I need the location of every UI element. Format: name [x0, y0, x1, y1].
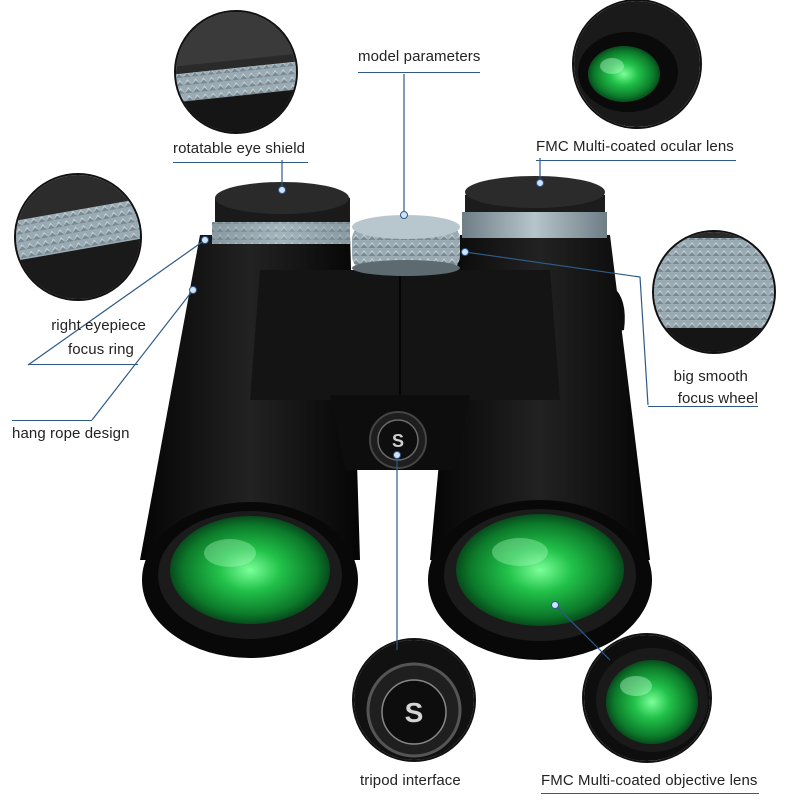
underline-eye-shield: [173, 162, 308, 163]
label-tripod-interface: tripod interface: [360, 772, 461, 789]
label-model-parameters: model parameters: [358, 48, 481, 65]
binocular-body: S: [140, 176, 652, 660]
label-right-eyepiece: right eyepiece: [51, 317, 146, 334]
eye-shield-detail-circle: [174, 10, 298, 134]
focus-ring-detail-circle: [14, 173, 142, 301]
label-hang-rope: hang rope design: [12, 425, 130, 442]
left-objective-lens: [142, 502, 358, 658]
tripod-cap: S: [369, 411, 427, 469]
underline-focus-ring: [28, 364, 138, 365]
leader-lines: [27, 74, 649, 661]
tripod-detail-circle: S: [352, 638, 476, 762]
right-eyepiece: [462, 176, 607, 238]
label-focus-wheel: focus wheel: [677, 390, 758, 407]
tripod-logo: S: [392, 431, 404, 451]
underline-hang-rope: [12, 420, 92, 421]
underline-model-parameters: [358, 72, 480, 73]
focus-wheel-detail-circle: [652, 230, 776, 354]
underline-objective-lens: [541, 793, 759, 794]
tripod-detail-logo: S: [405, 697, 424, 728]
label-focus-ring: focus ring: [67, 341, 134, 358]
right-objective-lens: [428, 500, 652, 660]
objective-lens-detail-circle: [582, 633, 712, 763]
label-objective-lens: FMC Multi-coated objective lens: [541, 772, 758, 789]
focus-wheel: [352, 215, 460, 276]
leader-dots: [189, 179, 559, 609]
label-ocular-lens: FMC Multi-coated ocular lens: [536, 138, 734, 155]
underline-ocular-lens: [536, 160, 736, 161]
ocular-lens-detail-circle: [572, 0, 702, 129]
label-big-smooth: big smooth: [673, 368, 748, 385]
label-rotatable-eye-shield: rotatable eye shield: [173, 140, 306, 157]
underline-focus-wheel: [648, 406, 758, 407]
left-eyepiece: [212, 182, 350, 244]
